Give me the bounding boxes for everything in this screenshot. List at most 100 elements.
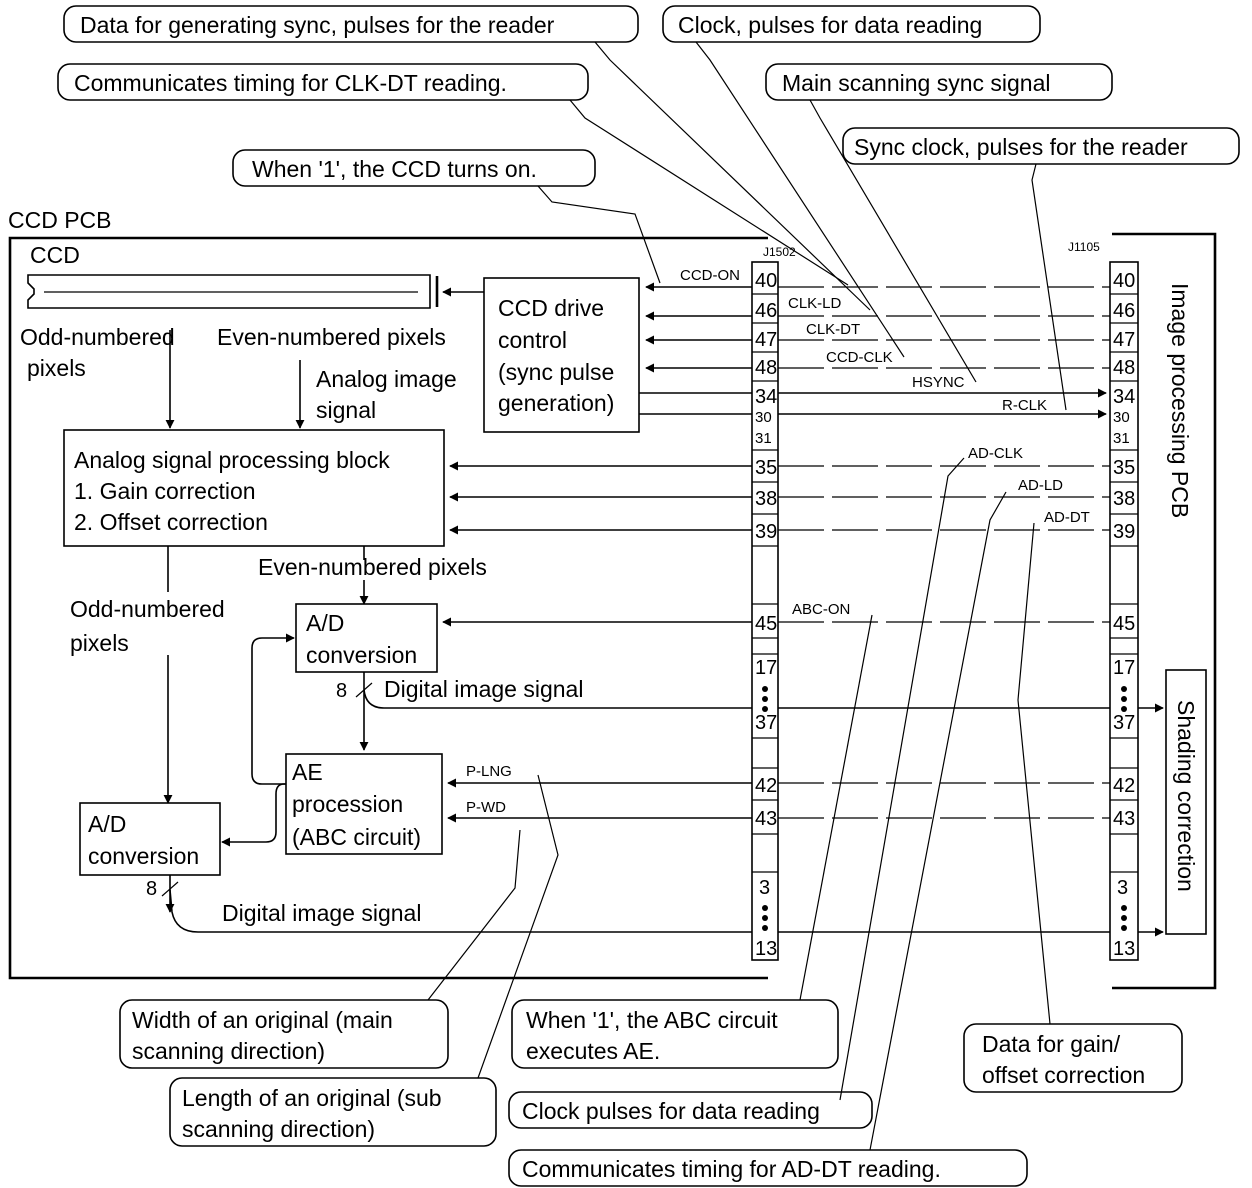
j1105-pin-48: 48 xyxy=(1113,357,1135,379)
signal-clk-dt: CLK-DT xyxy=(806,321,860,338)
j1105-pin-38: 38 xyxy=(1113,488,1135,510)
j1502-pin-3: 3 xyxy=(759,877,770,899)
ccd-drive-label-4: generation) xyxy=(498,390,614,416)
j1105-connector xyxy=(1109,261,1139,961)
callout-clock-data-reading xyxy=(662,5,1041,43)
analog-signal-processing-block xyxy=(63,429,445,547)
ad-upper-label-1: A/D xyxy=(306,610,344,636)
ccd-drive-control-block xyxy=(483,277,640,433)
callout-clock-pulses-data xyxy=(508,1091,873,1129)
odd-pixels-label-1: Odd-numbered xyxy=(20,324,175,350)
j1105-pin-39: 39 xyxy=(1113,521,1135,543)
j1502-pin-38: 38 xyxy=(755,488,777,510)
j1105-pin-17: 17 xyxy=(1113,657,1135,679)
analog-block-title: Analog signal processing block xyxy=(74,447,390,473)
ccd-pcb-title: CCD PCB xyxy=(8,207,112,233)
j1105-pin-31: 31 xyxy=(1113,430,1130,447)
j1502-label: J1502 xyxy=(763,245,796,259)
ccd-drive-label-2: control xyxy=(498,327,567,353)
ad-conversion-lower-block xyxy=(79,802,221,876)
signal-ccd-clk: CCD-CLK xyxy=(826,349,893,366)
signal-ad-dt: AD-DT xyxy=(1044,509,1090,526)
j1502-pin-40: 40 xyxy=(755,270,777,292)
analog-image-signal-label-b: signal xyxy=(316,397,376,423)
callout-width-original-text-1: Width of an original (main xyxy=(132,1007,393,1033)
callout-abc-executes-text-1: When '1', the ABC circuit xyxy=(526,1007,778,1033)
ad-upper-label-2: conversion xyxy=(306,642,417,668)
callout-clk-dt-timing-text: Communicates timing for CLK-DT reading. xyxy=(74,70,507,96)
callout-clock-data-reading-text: Clock, pulses for data reading xyxy=(678,12,982,38)
callout-ccd-turns-on-text: When '1', the CCD turns on. xyxy=(252,156,537,182)
ad-lower-label-2: conversion xyxy=(88,843,199,869)
callout-width-original xyxy=(119,999,449,1069)
j1105-label: J1105 xyxy=(1068,240,1100,254)
signal-ccd-on: CCD-ON xyxy=(680,267,740,284)
j1502-pin-37: 37 xyxy=(755,712,777,734)
callout-main-scanning-sync xyxy=(765,63,1113,101)
j1502-pin-31: 31 xyxy=(755,430,772,447)
even-pixels-label-1: Even-numbered pixels xyxy=(217,324,446,350)
j1105-pin-43: 43 xyxy=(1113,808,1135,830)
j1502-pin-48: 48 xyxy=(755,357,777,379)
j1502-pin-45: 45 xyxy=(755,613,777,635)
callout-gain-offset-data xyxy=(963,1023,1183,1093)
j1502-connector xyxy=(751,261,779,961)
shading-correction-label: Shading correction xyxy=(1173,700,1199,892)
j1105-pin-37: 37 xyxy=(1113,712,1135,734)
signal-hsync: HSYNC xyxy=(912,374,965,391)
j1502-pin-13: 13 xyxy=(755,938,777,960)
even-pixels-label-2: Even-numbered pixels xyxy=(258,554,487,580)
analog-block-item-1: 1. Gain correction xyxy=(74,478,256,504)
callout-sync-clock xyxy=(842,127,1240,165)
callout-abc-executes xyxy=(511,999,839,1069)
j1502-pin-42: 42 xyxy=(755,775,777,797)
callout-sync-data-text: Data for generating sync, pulses for the… xyxy=(80,12,555,38)
j1502-pin-47: 47 xyxy=(755,329,777,351)
callout-ccd-turns-on xyxy=(232,149,596,187)
shading-correction-block xyxy=(1165,669,1207,935)
j1105-pin-34: 34 xyxy=(1113,386,1135,408)
j1105-pin-3: 3 xyxy=(1117,877,1128,899)
callout-gain-offset-data-text-1: Data for gain/ xyxy=(982,1031,1121,1057)
ae-label-3: (ABC circuit) xyxy=(292,824,421,850)
callout-clk-dt-timing xyxy=(57,63,589,101)
ccd-drive-label-3: (sync pulse xyxy=(498,359,614,385)
callout-abc-executes-text-2: executes AE. xyxy=(526,1038,660,1064)
ad-lower-label-1: A/D xyxy=(88,811,126,837)
signal-abc-on: ABC-ON xyxy=(792,601,850,618)
j1105-pin-42: 42 xyxy=(1113,775,1135,797)
ae-label-2: procession xyxy=(292,791,403,817)
callout-sync-clock-text: Sync clock, pulses for the reader xyxy=(854,134,1188,160)
digital-image-signal-upper: Digital image signal xyxy=(384,676,583,702)
ae-procession-block xyxy=(285,753,443,855)
j1502-pin-35: 35 xyxy=(755,457,777,479)
signal-p-lng: P-LNG xyxy=(466,763,512,780)
j1105-pin-40: 40 xyxy=(1113,270,1135,292)
image-processing-pcb-title: Image processing PCB xyxy=(1167,283,1193,518)
callout-clock-pulses-data-text: Clock pulses for data reading xyxy=(522,1098,820,1124)
signal-ad-ld: AD-LD xyxy=(1018,477,1063,494)
callout-gain-offset-data-text-2: offset correction xyxy=(982,1062,1145,1088)
digital-image-signal-lower: Digital image signal xyxy=(222,900,421,926)
ccd-drive-label-1: CCD drive xyxy=(498,295,604,321)
j1105-pin-30: 30 xyxy=(1113,409,1130,426)
ae-label-1: AE xyxy=(292,759,323,785)
ccd-label: CCD xyxy=(30,242,80,268)
callout-main-scanning-sync-text: Main scanning sync signal xyxy=(782,70,1050,96)
ccd-sensor-bar xyxy=(27,274,439,309)
signal-r-clk: R-CLK xyxy=(1002,397,1047,414)
bus-width-upper: 8 xyxy=(336,680,347,702)
odd-pixels-label-2b: pixels xyxy=(70,630,129,656)
j1105-pin-47: 47 xyxy=(1113,329,1135,351)
callout-length-original xyxy=(169,1077,497,1147)
analog-block-item-2: 2. Offset correction xyxy=(74,509,268,535)
bus-width-lower: 8 xyxy=(146,878,157,900)
image-processing-pcb-outline xyxy=(1112,232,1217,990)
analog-image-signal-label: Analog image xyxy=(316,366,457,392)
j1502-pin-30: 30 xyxy=(755,409,772,426)
j1105-pin-46: 46 xyxy=(1113,300,1135,322)
connector-pin-grid: 40 46 47 48 34 30 31 35 38 39 45 17 37 4… xyxy=(442,270,1138,960)
odd-pixels-label-1b: pixels xyxy=(27,355,86,381)
j1105-pin-35: 35 xyxy=(1113,457,1135,479)
